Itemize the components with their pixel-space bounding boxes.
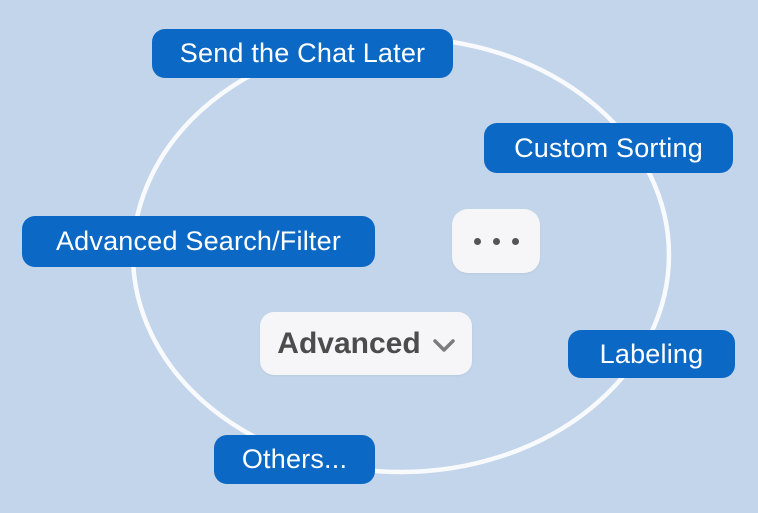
- advanced-dropdown-button[interactable]: Advanced: [260, 312, 472, 375]
- feature-pill-custom-sorting: Custom Sorting: [484, 123, 733, 173]
- chevron-down-icon: [432, 338, 455, 353]
- feature-pill-labeling: Labeling: [568, 330, 735, 378]
- more-options-button[interactable]: [452, 209, 540, 273]
- feature-pill-send-the-chat-later: Send the Chat Later: [152, 29, 453, 78]
- ellipsis-icon: [473, 237, 519, 245]
- feature-pill-others: Others...: [214, 435, 375, 484]
- advanced-dropdown-label: Advanced: [277, 326, 421, 360]
- feature-pill-advanced-search-filter: Advanced Search/Filter: [22, 216, 375, 267]
